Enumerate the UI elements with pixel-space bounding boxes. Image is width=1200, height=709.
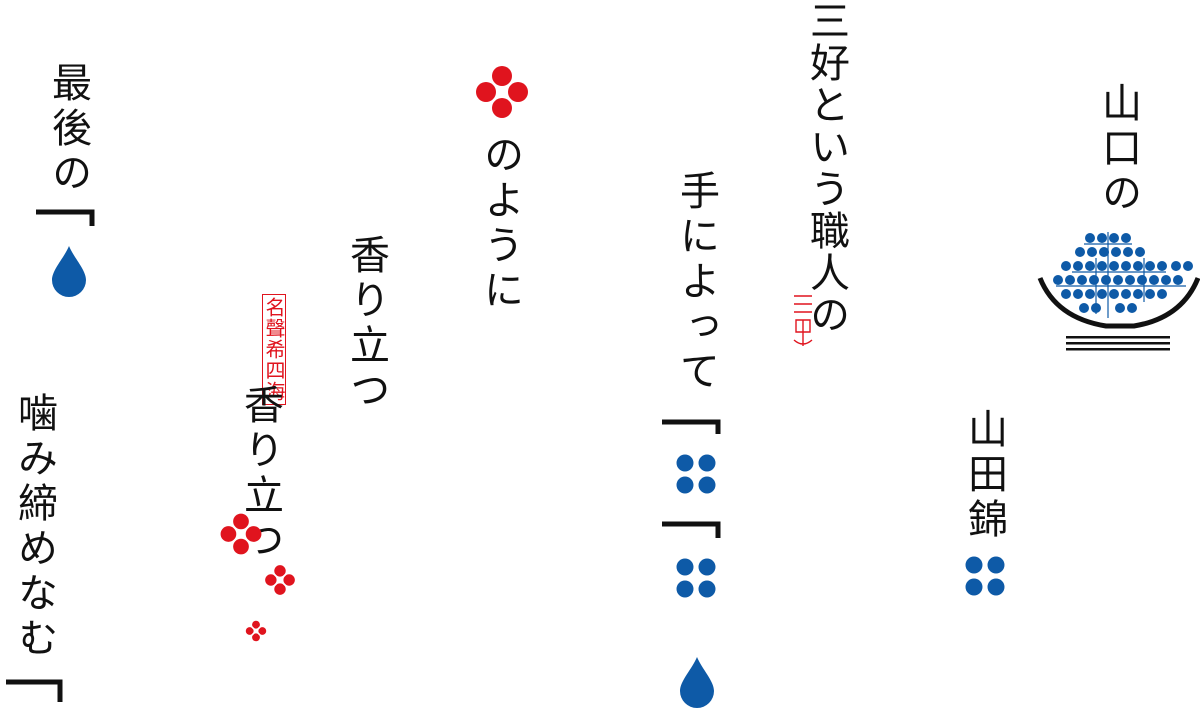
vertical-dash-icon <box>6 679 63 702</box>
text-column-like: のように <box>477 134 523 314</box>
vertical-dash-icon <box>36 209 95 226</box>
text-column-yamadanishiki: 山田錦 <box>961 408 1007 543</box>
red-stamp: 名聲希四海 <box>262 294 286 405</box>
water-drop-icon <box>680 657 714 708</box>
blue-flower-icon <box>674 452 718 496</box>
blue-flower-icon <box>963 554 1007 598</box>
red-flower-icon <box>476 66 528 118</box>
red-flower-icon <box>265 565 295 595</box>
text-column-yamaguchi: 山口の <box>1095 82 1141 217</box>
text-column-fragrant: 香り立つ <box>343 234 389 414</box>
text-column-savor: 噛み締めなむ <box>11 392 57 662</box>
water-drop-icon <box>52 246 86 297</box>
text-column-craftsman: 三好という職人の <box>803 0 849 336</box>
rice-bowl-icon <box>1037 232 1200 351</box>
vertical-dash-icon <box>662 419 721 434</box>
red-flower-icon <box>220 513 262 555</box>
seal-mark-icon <box>793 295 813 346</box>
text-column-last: 最後の <box>45 62 91 197</box>
red-flower-icon <box>245 620 267 642</box>
blue-flower-icon <box>674 556 718 600</box>
vertical-dash-icon <box>662 521 721 538</box>
text-column-by-hand: 手によって <box>673 170 719 395</box>
